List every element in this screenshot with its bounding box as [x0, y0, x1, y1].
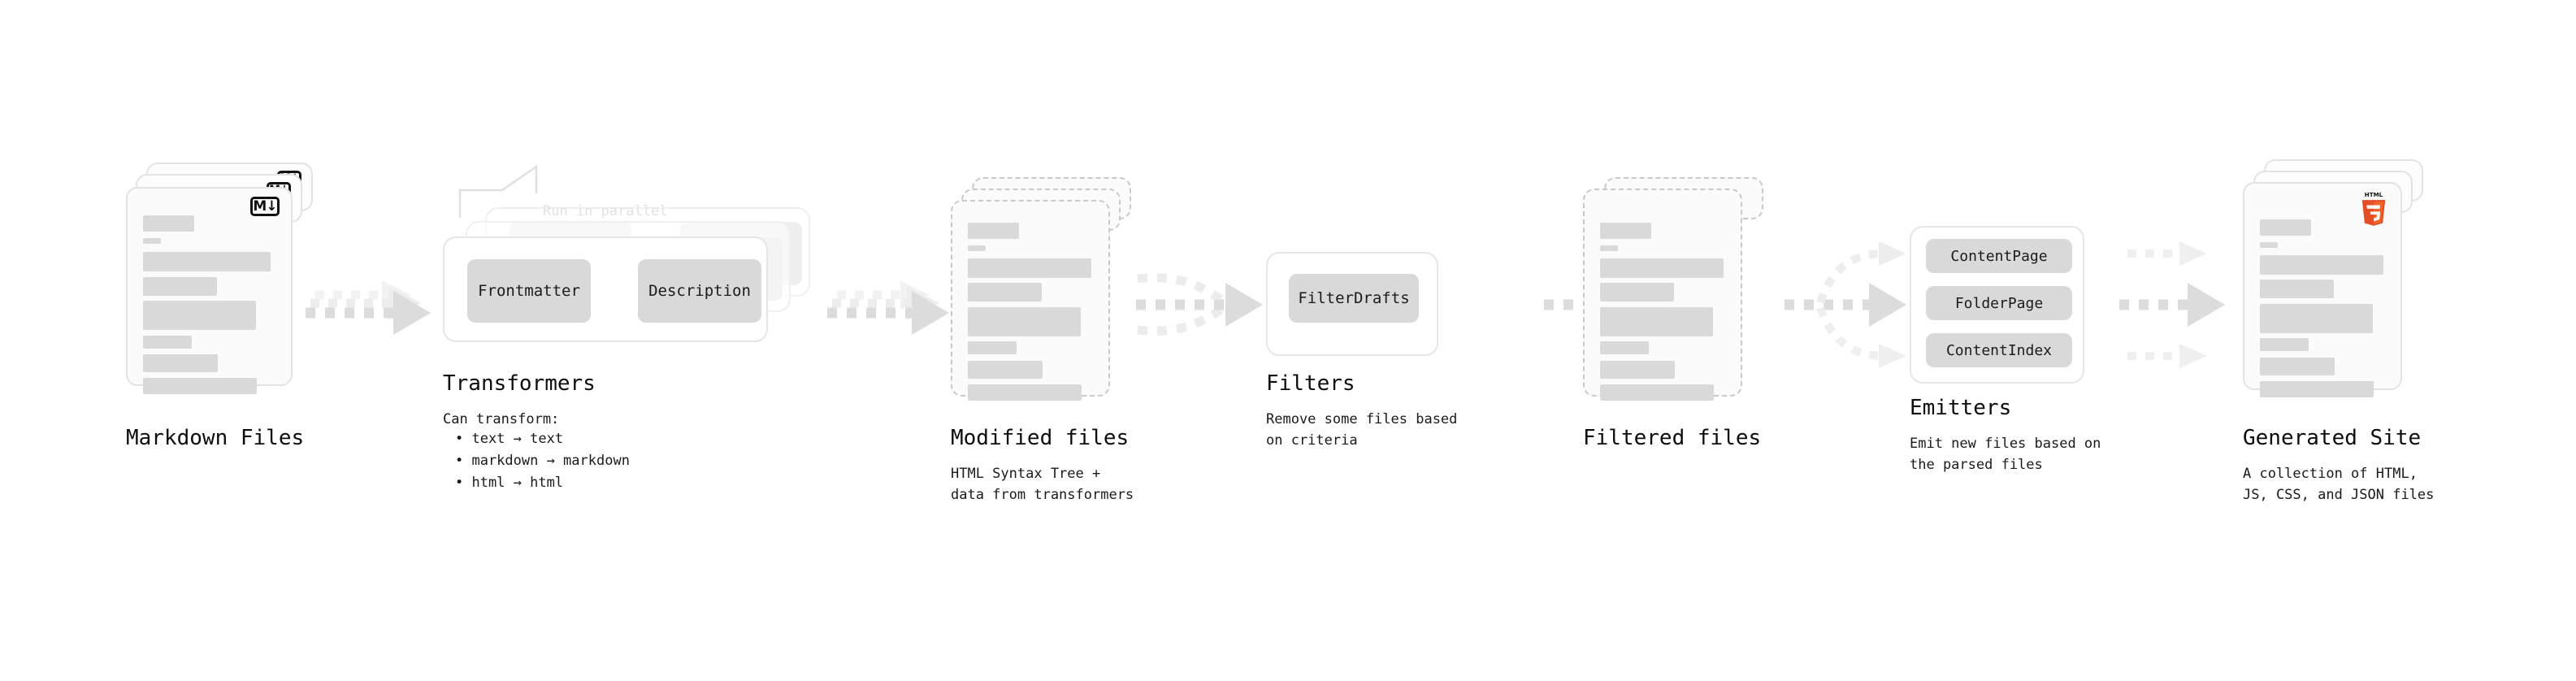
skeleton-bar: [1600, 341, 1649, 354]
skeleton-bar: [143, 354, 218, 372]
skeleton-bar: [143, 378, 257, 394]
skeleton-bar: [1600, 245, 1618, 251]
arrow-filtered-to-emitters: [1785, 241, 1906, 368]
skeleton-bar: [968, 384, 1082, 401]
skeleton-bar: [2260, 242, 2278, 248]
markdown-icon: M↓: [250, 197, 280, 216]
chip-folderpage[interactable]: FolderPage: [1926, 286, 2072, 320]
chip-contentpage[interactable]: ContentPage: [1926, 239, 2072, 273]
chip-frontmatter[interactable]: Frontmatter: [467, 259, 591, 323]
skeleton-bar: [968, 283, 1042, 301]
skeleton-bar: [143, 238, 161, 244]
filters-description: Remove some files based on criteria: [1266, 411, 1458, 449]
skeleton-bar: [1600, 283, 1674, 301]
transformers-box-front: Frontmatter Description: [443, 236, 768, 342]
generated-site-description: A collection of HTML, JS, CSS, and JSON …: [2243, 466, 2435, 504]
site-card-front: HTML: [2243, 182, 2402, 397]
transformers-bullet-1: • markdown → markdown: [455, 453, 630, 469]
skeleton-bar: [968, 307, 1081, 336]
run-in-parallel-bracket: [458, 164, 538, 218]
skeleton-bar: [968, 223, 1019, 239]
filtered-card-front: [1583, 189, 1742, 401]
arrow-modified-to-filters: [1136, 273, 1263, 336]
markdown-card-front: M↓: [126, 187, 293, 394]
chip-contentindex[interactable]: ContentIndex: [1926, 333, 2072, 367]
chip-description[interactable]: Description: [638, 259, 761, 323]
skeleton-bar: [1600, 361, 1675, 379]
skeleton-bar: [2260, 338, 2309, 351]
stage-title-modified-files: Modified files: [951, 426, 1130, 450]
svg-text:HTML: HTML: [2365, 191, 2383, 198]
stage-title-filtered-files: Filtered files: [1583, 426, 1762, 450]
run-in-parallel-label: Run in parallel: [543, 203, 668, 219]
skeleton-bar: [1600, 258, 1724, 278]
skeleton-bar: [968, 245, 986, 251]
skeleton-bar: [1600, 384, 1714, 401]
modified-files-description: HTML Syntax Tree + data from transformer…: [951, 466, 1134, 504]
skeleton-bar: [968, 341, 1017, 354]
skeleton-bar: [1600, 223, 1651, 239]
stage-title-generated-site: Generated Site: [2243, 426, 2422, 450]
arrow-markdown-to-transformers: [306, 280, 431, 335]
arrow-transformers-to-modified: [827, 280, 949, 335]
transformers-bullet-0: • text → text: [455, 431, 564, 447]
skeleton-bar: [2260, 304, 2373, 333]
skeleton-bar: [143, 336, 192, 349]
skeleton-bar: [2260, 255, 2383, 275]
modified-card-front: [951, 200, 1110, 401]
skeleton-bar: [968, 361, 1043, 379]
skeleton-bar: [1600, 307, 1713, 336]
skeleton-bar: [143, 301, 256, 330]
skeleton-bar: [143, 277, 217, 296]
skeleton-bar: [143, 252, 271, 271]
skeleton-bar: [2260, 358, 2335, 375]
transformers-bullet-2: • html → html: [455, 475, 564, 491]
stage-title-emitters: Emitters: [1910, 396, 2012, 420]
emitters-description: Emit new files based on the parsed files: [1910, 436, 2101, 474]
emitters-box: ContentPage FolderPage ContentIndex: [1910, 226, 2084, 384]
skeleton-bar: [2260, 219, 2311, 236]
skeleton-bar: [2260, 381, 2374, 397]
filters-box: FilterDrafts: [1266, 252, 1438, 356]
html5-icon: HTML: [2361, 191, 2386, 226]
transformers-description: Can transform:: [443, 411, 560, 427]
stage-title-transformers: Transformers: [443, 371, 596, 396]
skeleton-bar: [2260, 280, 2334, 298]
chip-filterdrafts[interactable]: FilterDrafts: [1289, 274, 1419, 323]
skeleton-bar: [143, 215, 194, 232]
stage-title-markdown-files: Markdown Files: [126, 426, 305, 450]
skeleton-bar: [968, 258, 1091, 278]
stage-title-filters: Filters: [1266, 371, 1355, 396]
arrow-emitters-to-site: [2119, 241, 2225, 368]
